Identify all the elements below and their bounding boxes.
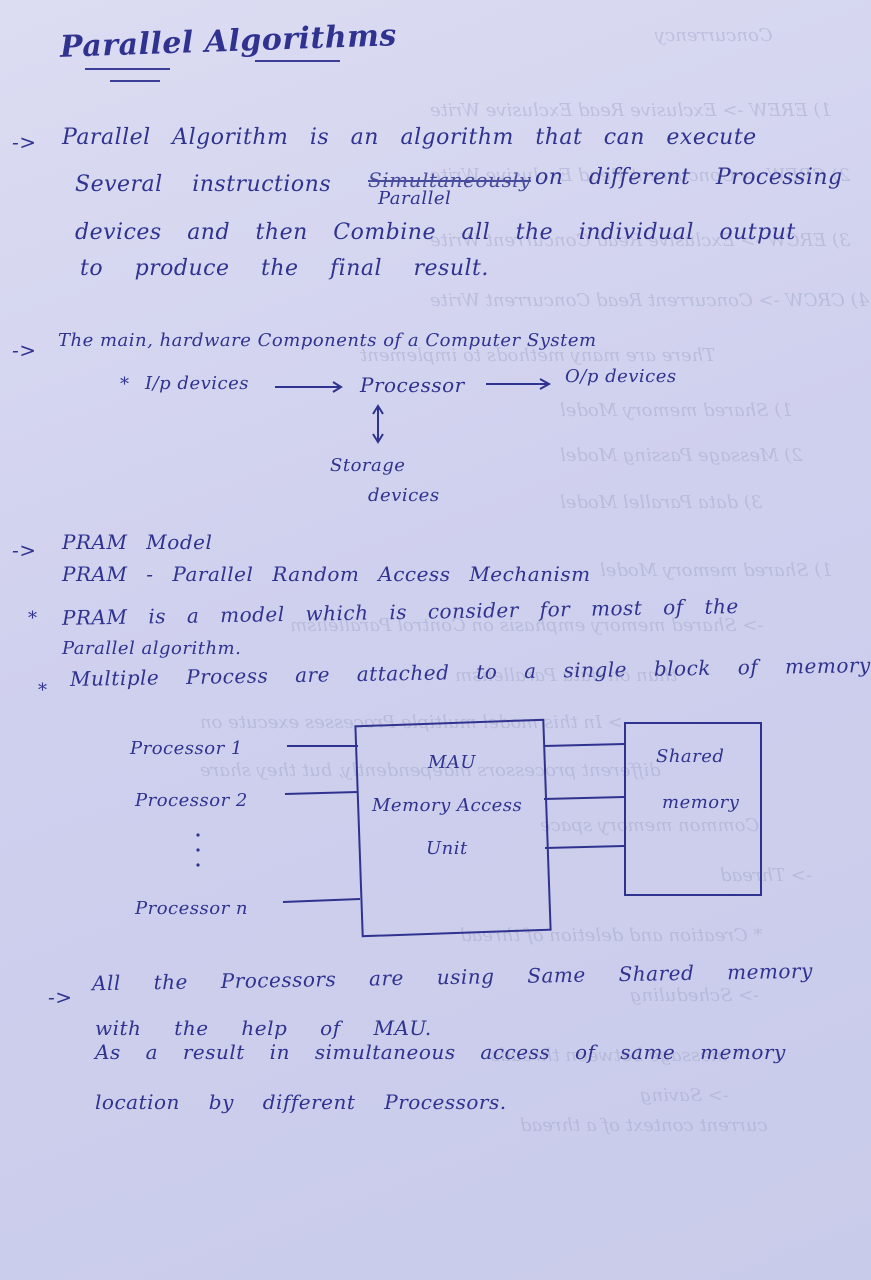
definition-line: to produce the final result. [80, 256, 489, 281]
ellipsis-dot [196, 848, 200, 852]
definition-line: on different Processing [535, 165, 843, 190]
output-devices-label: O/p devices [565, 366, 677, 387]
processor-n-label: Processor n [135, 898, 249, 919]
arrow-bullet: -> [12, 338, 37, 362]
summary-line: with the help of MAU. [95, 1016, 432, 1040]
title-underline [85, 68, 170, 70]
summary-line: As a result in simultaneous access of sa… [95, 1040, 786, 1064]
arrow-head [332, 381, 343, 393]
input-devices-label: I/p devices [145, 373, 249, 394]
processor-1-label: Processor 1 [130, 738, 243, 759]
arrow-head [372, 404, 384, 415]
title-underline [110, 80, 160, 82]
processor-label: Processor [360, 373, 465, 397]
star-bullet: * [28, 608, 38, 629]
shared-memory-label: Shared [656, 746, 725, 767]
pram-expansion: PRAM - Parallel Random Access Mechanism [62, 562, 591, 586]
mau-label: Unit [426, 838, 468, 859]
star-bullet: * [38, 680, 48, 701]
title-underline [255, 60, 340, 62]
arrow-bullet: -> [12, 130, 37, 154]
connector-line [544, 845, 625, 849]
connector-line [282, 898, 361, 903]
definition-line: Several instructions [75, 172, 332, 197]
shared-memory-box [624, 722, 762, 896]
star-bullet: * [120, 374, 130, 395]
arrow-bullet: -> [48, 985, 73, 1009]
definition-line: devices and then Combine all the individ… [75, 220, 796, 245]
section-heading: The main, hardware Components of a Compu… [58, 330, 597, 351]
summary-line: location by different Processors. [95, 1090, 507, 1114]
processor-2-label: Processor 2 [135, 790, 248, 811]
arrow-head [539, 378, 552, 390]
definition-line: Parallel Algorithm is an algorithm that … [62, 125, 757, 150]
ellipsis-dot [196, 833, 200, 837]
storage-label: Storage [330, 455, 406, 476]
shared-memory-label: memory [662, 792, 740, 813]
connector-line [543, 796, 625, 800]
storage-label: devices [368, 485, 440, 506]
arrow-head [372, 433, 384, 444]
mau-label: MAU [428, 752, 477, 773]
section-heading: PRAM Model [62, 530, 213, 554]
pram-bullet: Parallel algorithm. [62, 638, 242, 659]
connector-line [284, 791, 359, 795]
struck-word: Simultaneously [368, 168, 531, 192]
inserted-word: Parallel [378, 188, 452, 209]
ellipsis-dot [196, 863, 200, 867]
arrow-bullet: -> [12, 538, 37, 562]
connector-line [543, 743, 625, 747]
mau-label: Memory Access [372, 795, 523, 816]
